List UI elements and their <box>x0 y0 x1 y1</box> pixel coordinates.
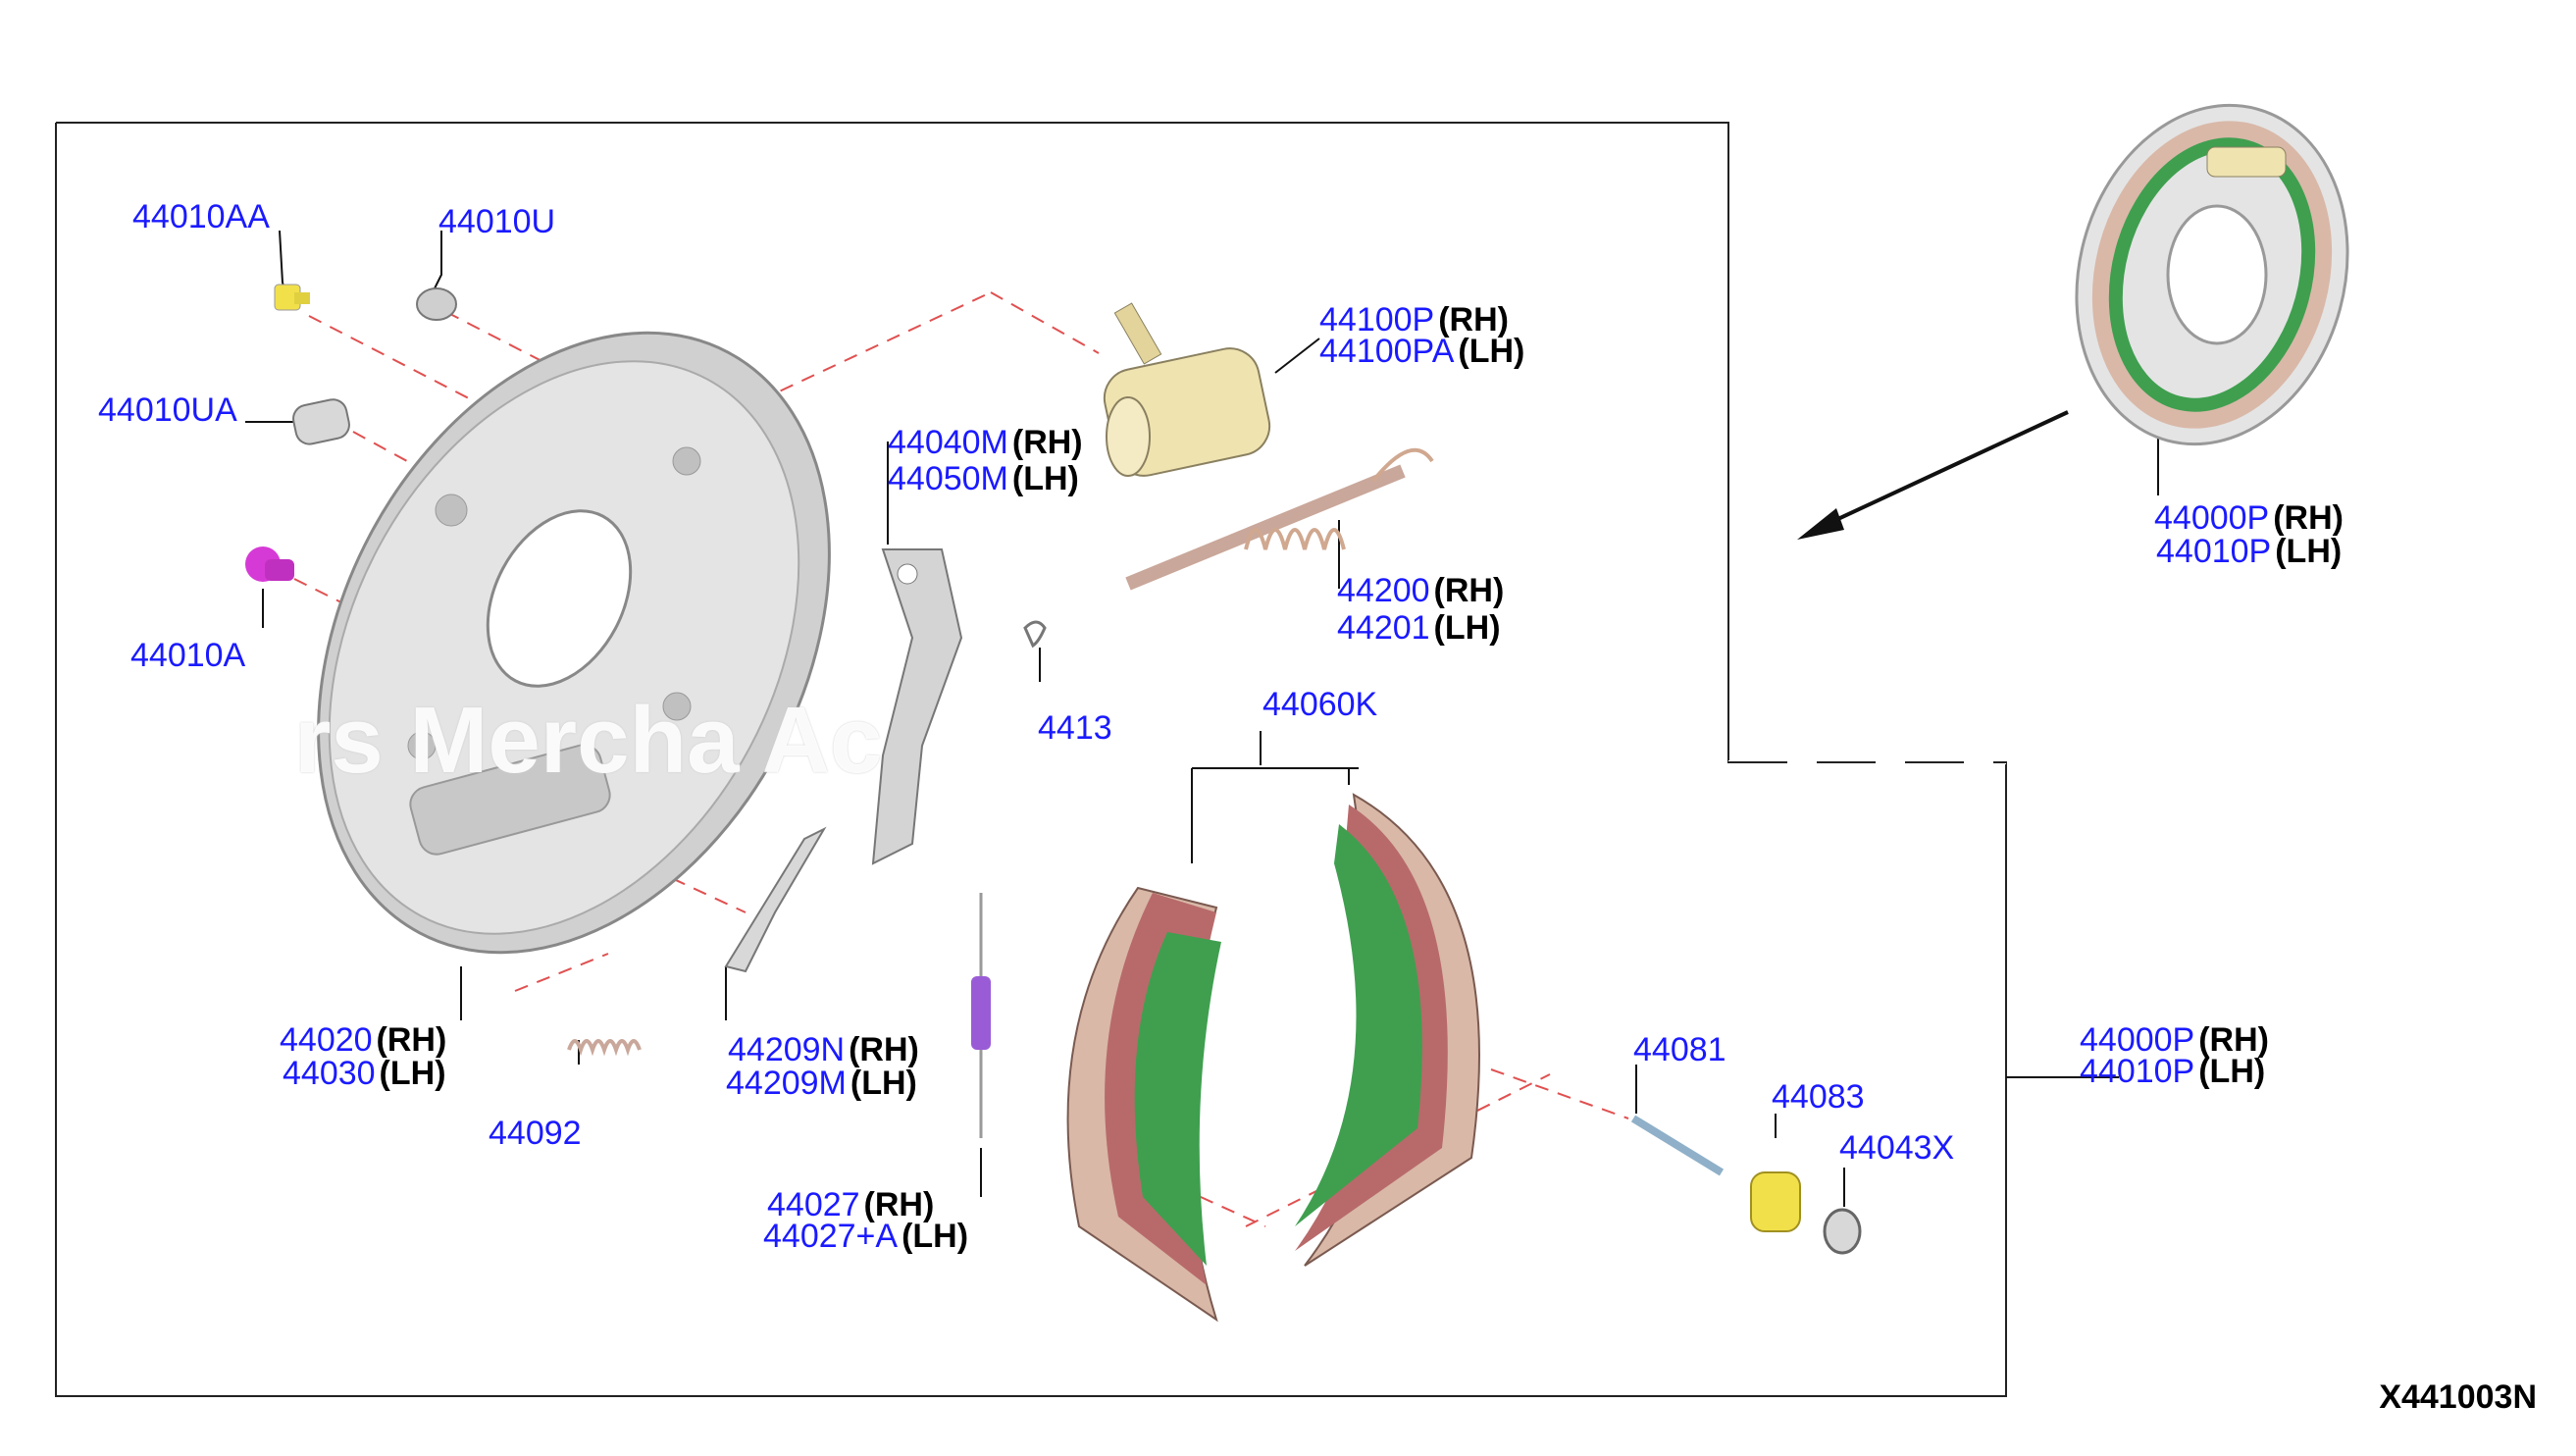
brake-shoe-right <box>1295 793 1480 1267</box>
part-number: 44020 <box>280 1021 373 1059</box>
label-44010U[interactable]: 44010U <box>438 204 555 239</box>
part-number: 44083 <box>1772 1078 1865 1116</box>
part-number: 44010P <box>2080 1053 2195 1090</box>
label-44027A[interactable]: 44027+A(LH) <box>763 1219 968 1254</box>
side-label: (RH) <box>849 1031 919 1068</box>
hold-down-pin <box>1630 1115 1725 1176</box>
assembly-arrow <box>1797 410 2069 540</box>
part-number: 44081 <box>1633 1031 1726 1068</box>
side-label: (RH) <box>863 1186 935 1223</box>
side-label: (RH) <box>1011 424 1083 461</box>
label-44030[interactable]: 44030(LH) <box>283 1056 446 1091</box>
part-number: 44040M <box>888 424 1008 461</box>
rubber-cap <box>416 287 457 321</box>
side-label: (LH) <box>1458 333 1525 370</box>
magenta-plug <box>245 546 294 582</box>
hold-down-cup <box>1823 1208 1862 1255</box>
side-label: (RH) <box>1433 572 1505 609</box>
label-44081[interactable]: 44081 <box>1633 1032 1726 1067</box>
label-4413[interactable]: 4413 <box>1038 710 1112 746</box>
side-label: (LH) <box>850 1065 917 1102</box>
label-44020[interactable]: 44020(RH) <box>280 1022 446 1058</box>
label-44060K[interactable]: 44060K <box>1262 687 1377 722</box>
part-number: 44200 <box>1337 572 1430 609</box>
return-spring <box>971 893 991 1138</box>
brake-shoe-left <box>1066 886 1221 1323</box>
watermark: rs Mercha Ac <box>294 688 883 793</box>
label-44010A[interactable]: 44010A <box>130 638 245 673</box>
label-44092[interactable]: 44092 <box>489 1116 582 1151</box>
small-spring <box>567 1039 642 1057</box>
side-label: (RH) <box>2273 499 2344 537</box>
adjuster-assembly <box>1125 447 1434 591</box>
label-44201[interactable]: 44201(LH) <box>1337 610 1501 646</box>
label-44000P-top[interactable]: 44000P(RH) <box>2154 500 2344 536</box>
label-44050M[interactable]: 44050M(LH) <box>888 461 1079 496</box>
label-44040M[interactable]: 44040M(RH) <box>888 425 1083 460</box>
label-44010UA[interactable]: 44010UA <box>98 392 237 428</box>
label-44010P-top[interactable]: 44010P(LH) <box>2156 534 2342 569</box>
hold-down-spring <box>1750 1171 1801 1232</box>
side-label: (LH) <box>902 1218 969 1255</box>
part-number: 44010P <box>2156 533 2272 570</box>
part-number: 44209M <box>726 1065 847 1102</box>
assembled-brake <box>2075 103 2349 446</box>
label-44000P-side[interactable]: 44000P(RH) <box>2080 1022 2269 1058</box>
part-number: 44027+A <box>763 1218 899 1255</box>
diagram-code: X441003N <box>2379 1378 2537 1416</box>
part-number: 44027 <box>767 1186 860 1223</box>
label-44209M[interactable]: 44209M(LH) <box>726 1066 917 1101</box>
part-number: 4413 <box>1038 709 1112 747</box>
part-number: 44000P <box>2154 499 2270 537</box>
side-label: (LH) <box>1011 460 1079 497</box>
part-number: 44092 <box>489 1115 582 1152</box>
side-label: (RH) <box>376 1021 447 1059</box>
side-label: (RH) <box>2198 1021 2269 1059</box>
parking-lever <box>871 548 963 865</box>
part-number: 44201 <box>1337 609 1430 647</box>
side-label: (LH) <box>1433 609 1501 647</box>
label-44200[interactable]: 44200(RH) <box>1337 573 1504 608</box>
backing-plate <box>317 331 831 955</box>
part-number: 44010A <box>130 637 246 674</box>
clip <box>1023 620 1047 649</box>
part-number: 44030 <box>283 1055 376 1092</box>
label-44010P-side[interactable]: 44010P(LH) <box>2080 1054 2265 1089</box>
side-label: (RH) <box>1438 301 1509 338</box>
label-44100PA[interactable]: 44100PA(LH) <box>1319 334 1524 369</box>
side-label: (LH) <box>2198 1053 2266 1090</box>
label-44043X[interactable]: 44043X <box>1839 1130 1954 1166</box>
wheel-cylinder <box>1103 302 1271 477</box>
label-44209N[interactable]: 44209N(RH) <box>728 1032 919 1067</box>
label-44083[interactable]: 44083 <box>1772 1079 1865 1115</box>
part-number: 44050M <box>888 460 1008 497</box>
part-number: 44100P <box>1319 301 1435 338</box>
label-44027[interactable]: 44027(RH) <box>767 1187 934 1222</box>
strut <box>724 826 827 973</box>
part-number: 44060K <box>1262 686 1378 723</box>
part-number: 44010UA <box>98 391 237 429</box>
part-number: 44010AA <box>132 198 270 235</box>
label-44100P[interactable]: 44100P(RH) <box>1319 302 1509 338</box>
part-number: 44209N <box>728 1031 846 1068</box>
part-number: 44100PA <box>1319 333 1455 370</box>
part-number: 44010U <box>438 203 556 240</box>
hole-plug <box>292 398 350 445</box>
bleeder-bolt <box>274 284 310 311</box>
part-number: 44000P <box>2080 1021 2195 1059</box>
part-number: 44043X <box>1839 1129 1955 1167</box>
side-label: (LH) <box>379 1055 446 1092</box>
label-44010AA[interactable]: 44010AA <box>132 199 270 234</box>
side-label: (LH) <box>2275 533 2343 570</box>
